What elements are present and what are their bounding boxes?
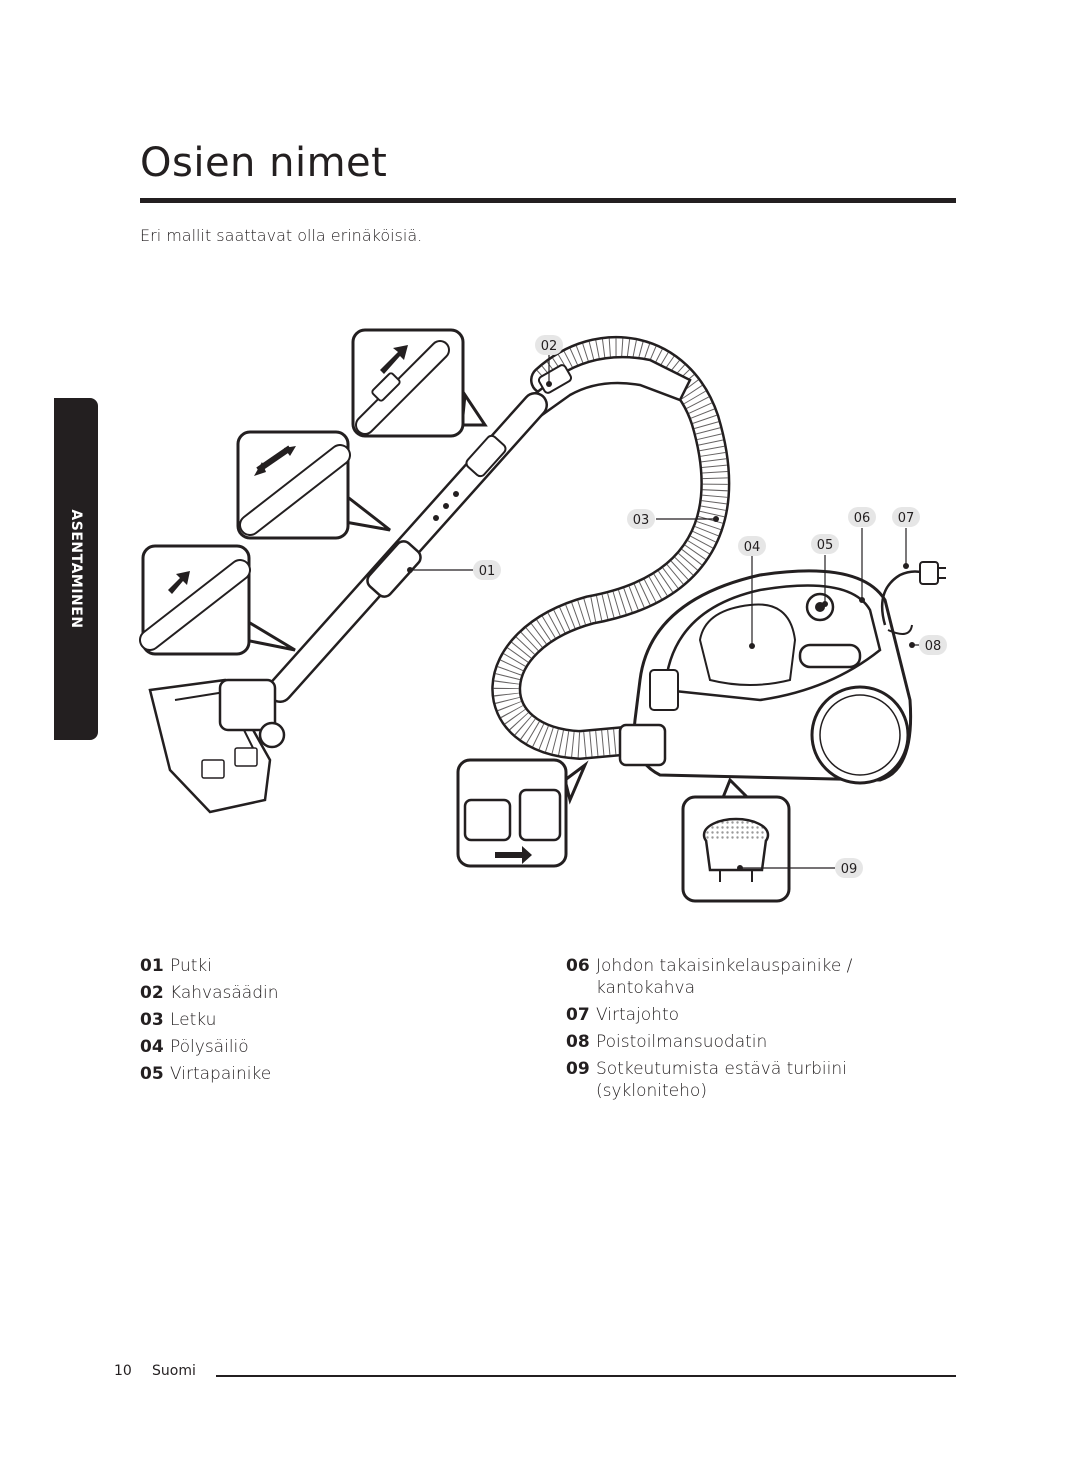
inset-hose-connect (456, 758, 589, 868)
section-side-tab: ASENTAMINEN (54, 398, 98, 740)
callout-08: 08 (919, 635, 947, 655)
svg-text:09: 09 (841, 862, 858, 877)
power-cord (880, 561, 946, 635)
inset-turbine (681, 777, 791, 903)
callout-02: 02 (535, 335, 563, 355)
callout-leaders (410, 355, 919, 869)
page-language: Suomi (152, 1363, 196, 1379)
callout-07: 07 (892, 507, 920, 527)
page-title: Osien nimet (140, 140, 388, 186)
callout-03: 03 (627, 509, 655, 529)
svg-text:05: 05 (817, 538, 834, 553)
callout-06: 06 (848, 507, 876, 527)
callout-04: 04 (738, 536, 766, 556)
inset-handle-slider (351, 328, 488, 438)
callout-09: 09 (835, 858, 863, 878)
svg-text:02: 02 (541, 339, 558, 354)
inset-tube-length (236, 430, 391, 540)
svg-text:04: 04 (744, 540, 761, 555)
callout-01: 01 (473, 560, 501, 580)
tube (267, 392, 548, 703)
callout-05: 05 (811, 534, 839, 554)
svg-text:03: 03 (633, 513, 650, 528)
svg-text:08: 08 (925, 639, 942, 654)
inset-nozzle-lock (139, 544, 296, 656)
floor-brush (148, 678, 286, 814)
title-rule (140, 198, 956, 203)
svg-text:07: 07 (898, 511, 915, 526)
page-number: 10 (114, 1363, 132, 1379)
hose (491, 335, 731, 761)
footer-rule (216, 1375, 956, 1377)
vacuum-body (618, 569, 913, 785)
page-subtitle: Eri mallit saattavat olla erinäköisiä. (140, 226, 423, 245)
callout-dots (407, 381, 915, 871)
svg-text:06: 06 (854, 511, 871, 526)
svg-text:01: 01 (479, 564, 496, 579)
